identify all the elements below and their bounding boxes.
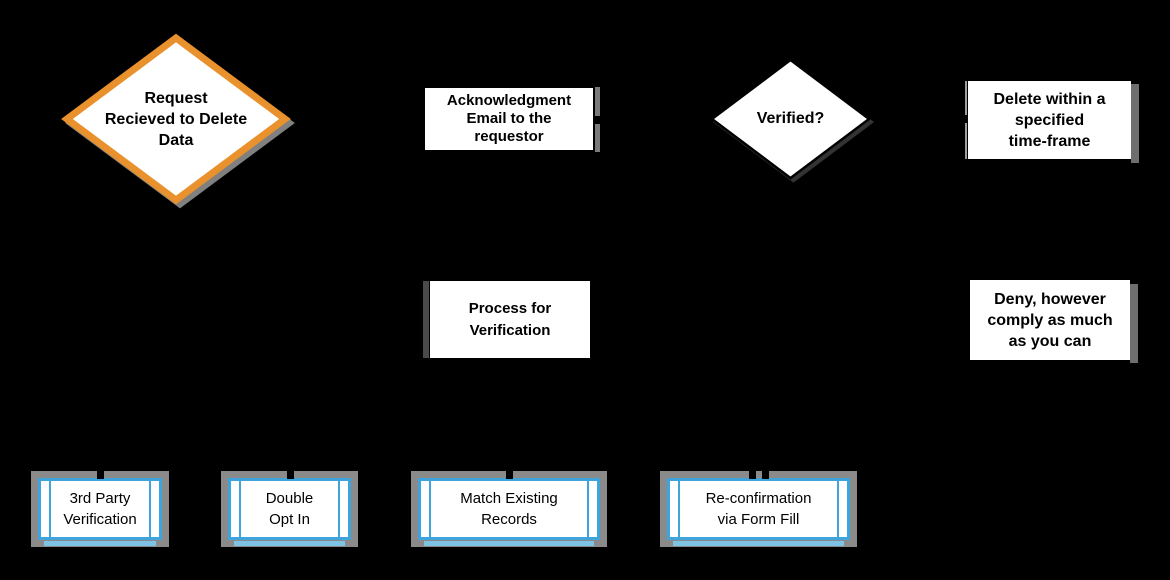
node-deny-comply: Deny, however comply as much as you can xyxy=(970,280,1130,360)
node-label: Match Existing Records xyxy=(460,490,558,528)
shadow-bar xyxy=(423,281,429,358)
predefined-process-inner-line xyxy=(338,481,340,537)
node-label: Delete within a specified time-frame xyxy=(993,90,1106,150)
node-delete-timeframe: Delete within a specified time-frame xyxy=(968,81,1131,159)
connector-stub xyxy=(748,471,756,479)
predefined-process-inner-line xyxy=(429,481,431,537)
predefined-process-inner-line xyxy=(239,481,241,537)
predefined-process-inner-line xyxy=(587,481,589,537)
node-request-received: Request Recieved to Delete Data xyxy=(61,33,291,205)
node-verified-decision: Verified? xyxy=(709,58,872,180)
predefined-process-inner-line xyxy=(837,481,839,537)
connector-stub xyxy=(595,116,600,124)
node-label: Verified? xyxy=(756,110,825,127)
shadow-bar xyxy=(234,541,345,546)
node-label: 3rd Party Verification xyxy=(63,490,137,528)
node-reconfirmation-form-fill: Re-confirmation via Form Fill xyxy=(667,471,850,546)
shadow-bar xyxy=(44,541,156,546)
shadow-bar xyxy=(1131,84,1139,163)
connector-stub xyxy=(97,471,104,479)
node-process-verification: Process for Verification xyxy=(430,281,590,358)
decision-diamond-shape xyxy=(709,58,872,180)
predefined-process-inner-line xyxy=(49,481,51,537)
shadow-bar xyxy=(673,541,844,546)
node-acknowledgment-email: Acknowledgment Email to the requestor xyxy=(425,88,593,150)
node-match-existing-records: Match Existing Records xyxy=(418,471,600,546)
shadow-bar xyxy=(424,541,594,546)
node-label: Deny, however comply as much as you can xyxy=(987,290,1113,350)
predefined-process-inner-line xyxy=(678,481,680,537)
connector-stub xyxy=(761,471,769,479)
node-label: Double Opt In xyxy=(265,490,314,528)
node-label: Acknowledgment Email to the requestor xyxy=(446,92,572,145)
node-label: Re-confirmation via Form Fill xyxy=(705,490,812,528)
node-3rd-party-verification: 3rd Party Verification xyxy=(38,471,162,546)
predefined-process-inner-line xyxy=(149,481,151,537)
connector-stub xyxy=(506,471,513,479)
node-label: Request Recieved to Delete Data xyxy=(104,89,248,149)
node-double-opt-in: Double Opt In xyxy=(228,471,351,546)
connector-stub xyxy=(286,471,294,479)
shadow-bar xyxy=(1130,284,1138,363)
connector-stub xyxy=(965,115,967,123)
node-label: Process for Verification xyxy=(468,299,552,339)
decision-diamond-shape xyxy=(61,33,291,205)
